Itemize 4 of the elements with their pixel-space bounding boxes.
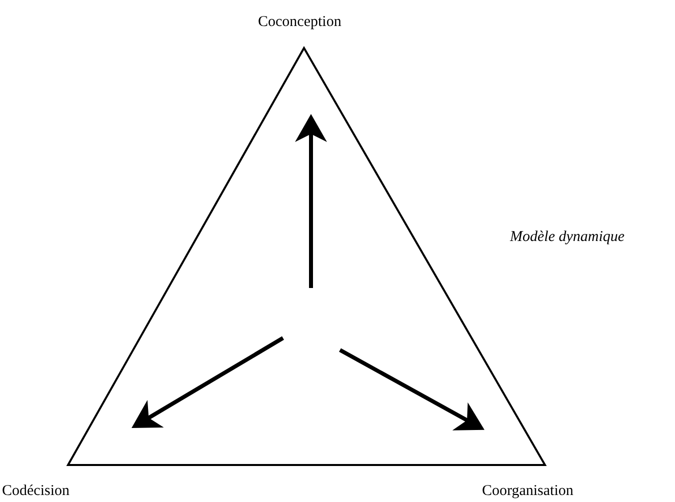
vertex-label: Codécision	[2, 482, 70, 500]
vertex-label: Coorganisation	[482, 482, 574, 500]
vertex-label: Coconception	[258, 13, 342, 31]
model-caption: Modèle dynamique	[510, 228, 625, 246]
